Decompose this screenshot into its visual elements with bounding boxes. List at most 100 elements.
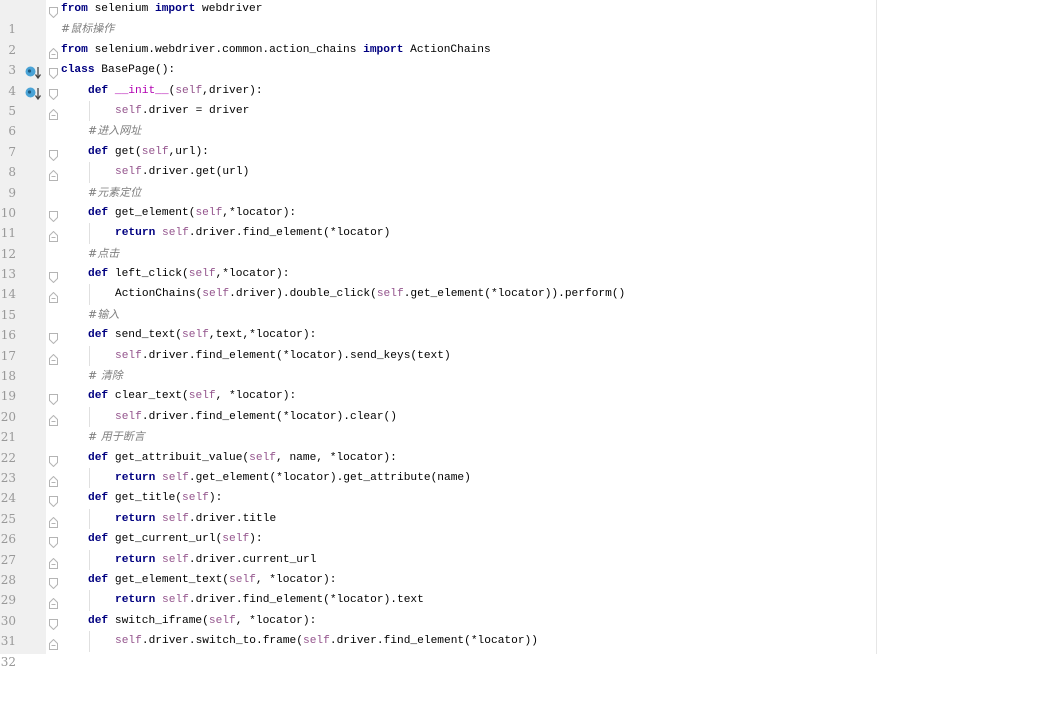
code-line-16[interactable]: 16 #输入 xyxy=(0,305,1045,342)
code-text[interactable]: def get_title(self): xyxy=(88,488,222,508)
code-line-19[interactable]: 19 # 清除 xyxy=(0,366,1045,403)
code-text[interactable]: return self.driver.find_element(*locator… xyxy=(115,223,390,243)
fold-end-icon[interactable] xyxy=(49,472,58,487)
fold-start-icon[interactable] xyxy=(49,615,58,630)
code-text[interactable]: self.driver.get(url) xyxy=(115,162,249,182)
code-line-26[interactable]: 26 return self.driver.title xyxy=(0,508,1045,546)
line-number: 15 xyxy=(0,307,16,322)
fold-end-icon[interactable] xyxy=(49,105,58,120)
code-text[interactable]: def clear_text(self, *locator): xyxy=(88,386,296,406)
fold-start-icon[interactable] xyxy=(49,492,58,508)
code-text[interactable]: def send_text(self,text,*locator): xyxy=(88,325,316,345)
code-line-7[interactable]: 7 #进入网址 xyxy=(0,121,1045,158)
code-line-10[interactable]: 10 #元素定位 xyxy=(0,183,1045,220)
code-text[interactable]: def get(self,url): xyxy=(88,142,209,162)
fold-start-icon[interactable] xyxy=(49,329,58,345)
code-text[interactable]: from selenium.webdriver.common.action_ch… xyxy=(61,40,491,60)
code-line-17[interactable]: 17 def send_text(self,text,*locator): xyxy=(0,325,1045,362)
code-text[interactable]: return self.driver.current_url xyxy=(115,550,316,570)
fold-start-icon[interactable] xyxy=(49,85,58,100)
code-line-23[interactable]: 23 def get_attribuit_value(self, name, *… xyxy=(0,448,1045,485)
code-line-1[interactable]: 1 from selenium import webdriver xyxy=(0,0,1045,36)
code-line-13[interactable]: 13 #点击 xyxy=(0,244,1045,281)
code-text[interactable]: #点击 xyxy=(88,244,119,265)
code-text[interactable]: #输入 xyxy=(88,305,119,326)
code-line-3[interactable]: 3 from selenium.webdriver.common.action_… xyxy=(0,40,1045,77)
code-line-21[interactable]: 21 self.driver.find_element(*locator).cl… xyxy=(0,406,1045,444)
code-text[interactable]: self.driver.find_element(*locator).clear… xyxy=(115,407,397,427)
code-line-31[interactable]: 31 def switch_iframe(self, *locator): xyxy=(0,611,1045,648)
code-line-9[interactable]: 9 self.driver.get(url) xyxy=(0,162,1045,200)
code-line-32[interactable]: 32 self.driver.switch_to.frame(self.driv… xyxy=(0,631,1045,669)
fold-start-icon[interactable] xyxy=(49,574,58,590)
code-line-5[interactable]: 5 def __init__(self,driver): xyxy=(0,81,1045,118)
self-token: self xyxy=(249,451,277,464)
code-token xyxy=(155,472,162,484)
fold-start-icon[interactable] xyxy=(49,268,58,284)
fold-end-icon[interactable] xyxy=(49,288,58,304)
fold-end-icon[interactable] xyxy=(49,227,58,243)
fold-start-icon[interactable] xyxy=(49,64,58,80)
code-text[interactable]: def switch_iframe(self, *locator): xyxy=(88,611,316,631)
code-line-29[interactable]: 29 def get_element_text(self, *locator): xyxy=(0,570,1045,607)
code-line-27[interactable]: 27 def get_current_url(self): xyxy=(0,529,1045,566)
code-text[interactable]: def left_click(self,*locator): xyxy=(88,264,289,284)
code-text[interactable]: # 用于断言 xyxy=(88,427,145,448)
code-line-14[interactable]: 14 def left_click(self,*locator): xyxy=(0,264,1045,301)
fold-end-icon[interactable] xyxy=(49,513,58,528)
code-line-6[interactable]: 6 self.driver = driver xyxy=(0,100,1045,138)
override-method-icon[interactable] xyxy=(25,85,43,100)
code-text[interactable]: class BasePage(): xyxy=(61,60,175,80)
code-line-12[interactable]: 12 return self.driver.find_element(*loca… xyxy=(0,223,1045,261)
fold-start-icon[interactable] xyxy=(49,207,58,223)
code-text[interactable]: def get_element(self,*locator): xyxy=(88,203,296,223)
fold-gutter[interactable] xyxy=(46,0,60,654)
code-text[interactable]: ActionChains(self.driver).double_click(s… xyxy=(115,284,625,304)
code-line-20[interactable]: 20 def clear_text(self, *locator): xyxy=(0,386,1045,423)
code-text[interactable]: self.driver.find_element(*locator).send_… xyxy=(115,346,451,366)
code-lines[interactable]: 1 from selenium import webdriver 2 #鼠标操作… xyxy=(0,0,1045,669)
fold-start-icon[interactable] xyxy=(49,146,58,161)
code-text[interactable]: #鼠标操作 xyxy=(61,19,114,40)
code-line-25[interactable]: 25 def get_title(self): xyxy=(0,488,1045,525)
code-editor[interactable]: 1 from selenium import webdriver 2 #鼠标操作… xyxy=(0,0,1045,669)
code-line-18[interactable]: 18 self.driver.find_element(*locator).se… xyxy=(0,345,1045,383)
code-line-24[interactable]: 24 return self.get_element(*locator).get… xyxy=(0,467,1045,505)
fold-start-icon[interactable] xyxy=(49,3,58,19)
code-line-22[interactable]: 22 # 用于断言 xyxy=(0,427,1045,464)
code-text[interactable]: return self.driver.title xyxy=(115,509,276,529)
code-line-8[interactable]: 8 def get(self,url): xyxy=(0,142,1045,179)
line-number: 5 xyxy=(8,103,16,118)
fold-start-icon[interactable] xyxy=(49,533,58,549)
code-line-4[interactable]: 4 class BasePage(): xyxy=(0,60,1045,97)
fold-end-icon[interactable] xyxy=(49,594,58,610)
code-line-11[interactable]: 11 def get_element(self,*locator): xyxy=(0,203,1045,240)
code-text[interactable]: #元素定位 xyxy=(88,183,141,204)
fold-end-icon[interactable] xyxy=(49,44,58,59)
fold-end-icon[interactable] xyxy=(49,635,58,651)
fold-end-icon[interactable] xyxy=(49,411,58,426)
fold-end-icon[interactable] xyxy=(49,554,58,569)
fold-start-icon[interactable] xyxy=(49,452,58,467)
code-line-15[interactable]: 15 ActionChains(self.driver).double_clic… xyxy=(0,284,1045,322)
code-text[interactable]: # 清除 xyxy=(88,366,123,387)
code-text[interactable]: return self.get_element(*locator).get_at… xyxy=(115,468,471,488)
code-text[interactable]: def __init__(self,driver): xyxy=(88,81,263,101)
code-text[interactable]: def get_attribuit_value(self, name, *loc… xyxy=(88,448,397,468)
override-method-icon[interactable] xyxy=(25,64,43,80)
code-text[interactable]: from selenium import webdriver xyxy=(61,0,262,19)
code-text[interactable]: def get_current_url(self): xyxy=(88,529,263,549)
line-number-gutter[interactable] xyxy=(0,0,46,654)
fold-end-icon[interactable] xyxy=(49,350,58,365)
code-text[interactable]: #进入网址 xyxy=(88,121,141,142)
code-line-30[interactable]: 30 return self.driver.find_element(*loca… xyxy=(0,590,1045,628)
code-text[interactable]: def get_element_text(self, *locator): xyxy=(88,570,336,590)
code-line-2[interactable]: 2 #鼠标操作 xyxy=(0,19,1045,56)
fold-start-icon[interactable] xyxy=(49,390,58,406)
code-text[interactable]: return self.driver.find_element(*locator… xyxy=(115,590,424,610)
fold-end-icon[interactable] xyxy=(49,166,58,182)
code-text[interactable]: self.driver = driver xyxy=(115,101,249,121)
code-line-28[interactable]: 28 return self.driver.current_url xyxy=(0,549,1045,587)
code-text[interactable]: self.driver.switch_to.frame(self.driver.… xyxy=(115,631,538,651)
keyword: def xyxy=(88,390,109,403)
